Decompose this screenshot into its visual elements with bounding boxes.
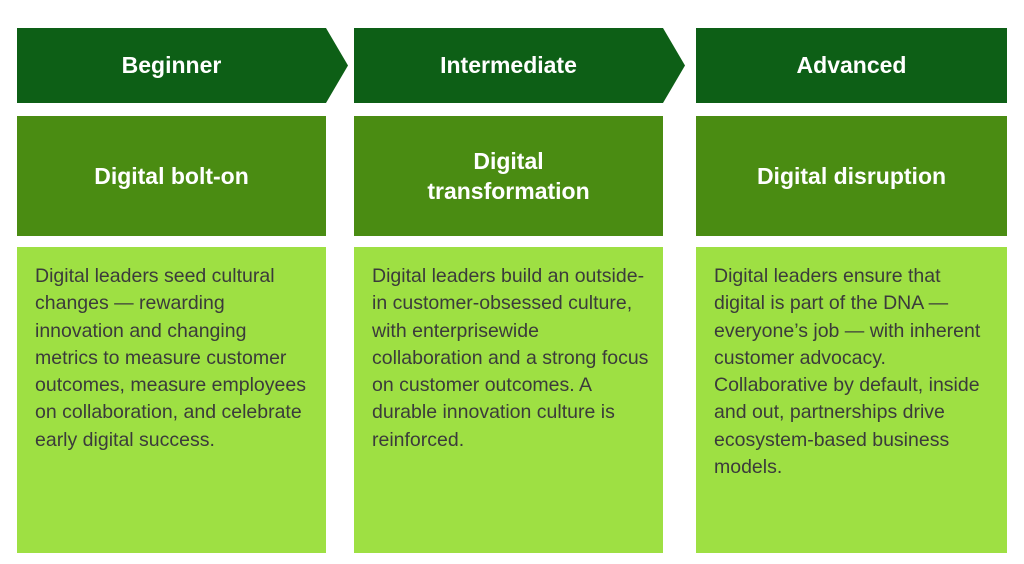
stage-header-beginner: Beginner	[17, 28, 348, 103]
stage-title-box-advanced: Digital disruption	[696, 116, 1007, 236]
stage-title-box-intermediate: Digital transformation	[354, 116, 663, 236]
stage-description-box-intermediate: Digital leaders build an outside-in cust…	[354, 247, 663, 553]
stage-description-box-advanced: Digital leaders ensure that digital is p…	[696, 247, 1007, 553]
stage-description-box-beginner: Digital leaders seed cultural changes — …	[17, 247, 326, 553]
stage-level-label: Beginner	[121, 52, 222, 78]
stage-description: Digital leaders build an outside-in cust…	[372, 265, 649, 451]
stage-level-label: Intermediate	[440, 52, 577, 78]
stage-title: Digital disruption	[756, 163, 947, 189]
stage-title-box-beginner: Digital bolt-on	[17, 116, 326, 236]
stage-description: Digital leaders seed cultural changes — …	[35, 265, 306, 451]
stage-header-advanced: Advanced	[696, 28, 1007, 103]
stage-level-label: Advanced	[796, 52, 907, 78]
stage-title: Digital transformation	[427, 148, 590, 204]
stage-description: Digital leaders ensure that digital is p…	[714, 265, 981, 479]
stage-title: Digital bolt-on	[94, 163, 249, 189]
stage-header-intermediate: Intermediate	[354, 28, 685, 103]
